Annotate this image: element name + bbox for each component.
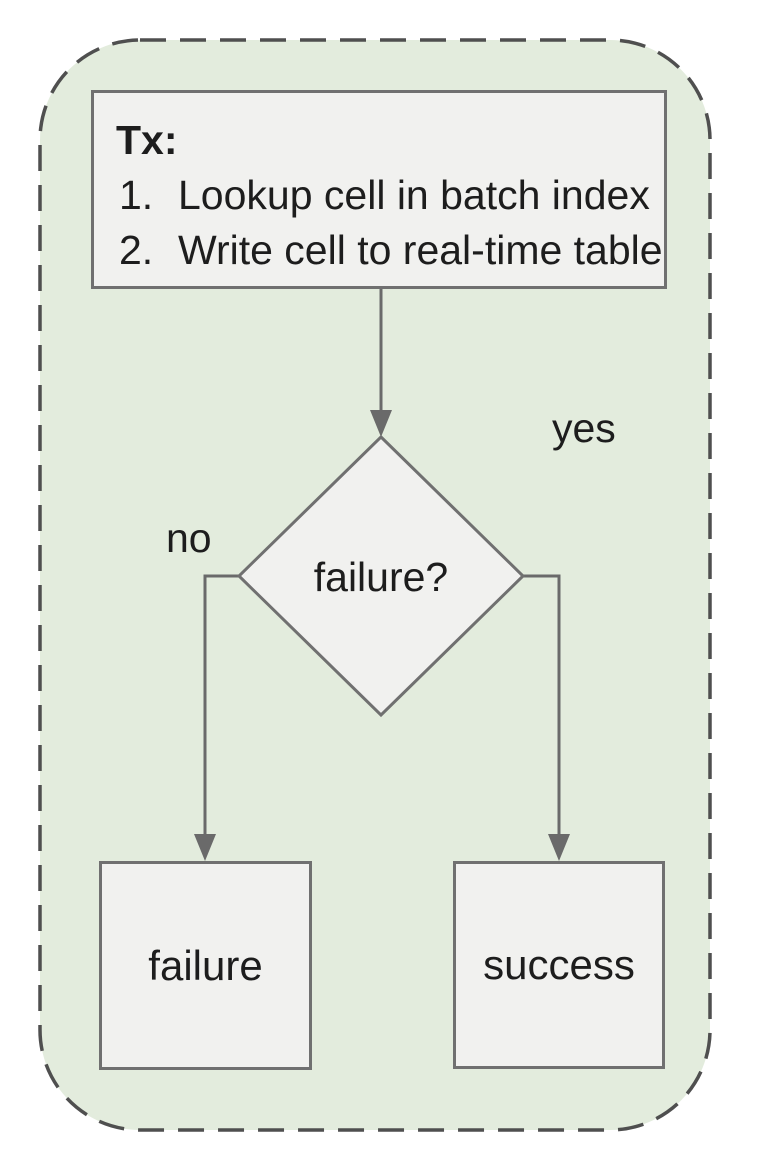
tx-step-2: 2. Write cell to real-time table (119, 223, 664, 278)
decision-diamond (236, 434, 526, 718)
tx-to-decision-arrowhead-icon (370, 410, 392, 437)
tx-step-2-number: 2. (119, 227, 154, 273)
yes-branch-connector (523, 574, 561, 836)
tx-step-2-text: Write cell to real-time table (178, 227, 663, 273)
yes-branch-label: yes (552, 405, 616, 451)
tx-node-title: Tx: (116, 117, 178, 163)
success-outcome-label: success (483, 941, 635, 988)
tx-step-1-number: 1. (119, 172, 154, 218)
no-branch-connector (203, 574, 239, 836)
success-outcome-node: success (453, 861, 665, 1069)
tx-step-1-text: Lookup cell in batch index (178, 172, 650, 218)
yes-branch-arrowhead-icon (548, 834, 570, 861)
tx-process-node: Tx: 1. Lookup cell in batch index 2. Wri… (91, 90, 667, 289)
no-branch-arrowhead-icon (194, 834, 216, 861)
decision-label: failure? (313, 554, 449, 600)
failure-outcome-node: failure (99, 861, 312, 1070)
failure-outcome-label: failure (148, 941, 263, 989)
tx-step-1: 1. Lookup cell in batch index (119, 168, 664, 223)
no-branch-label: no (166, 515, 212, 561)
